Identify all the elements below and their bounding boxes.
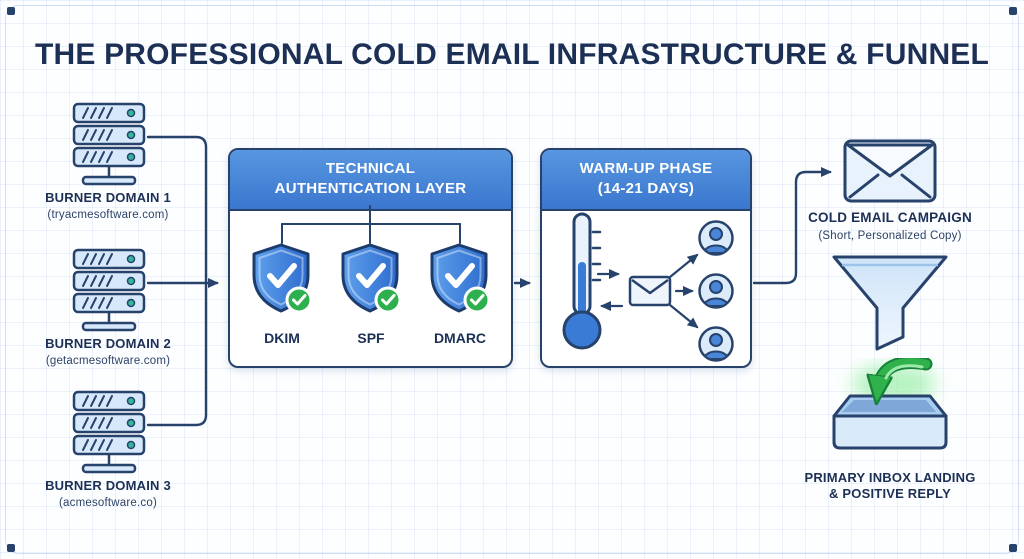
burner-domain-1-title: BURNER DOMAIN 1 xyxy=(45,190,171,205)
corner-mark xyxy=(1009,7,1017,15)
thermometer-icon xyxy=(562,212,602,350)
burner-domain-1-label: BURNER DOMAIN 1 (tryacmesoftware.com) xyxy=(18,190,198,223)
protocol-dkim-label: DKIM xyxy=(264,330,300,346)
green-check-badge-icon xyxy=(463,286,491,314)
corner-mark xyxy=(7,544,15,552)
server-stack-icon xyxy=(72,102,146,186)
campaign-label: COLD EMAIL CAMPAIGN (Short, Personalized… xyxy=(770,210,1010,243)
shield-check-icon xyxy=(341,243,402,314)
warmup-header: WARM-UP PHASE (14-21 DAYS) xyxy=(542,150,750,211)
auth-layer-title-line1: TECHNICAL xyxy=(325,160,416,177)
funnel-icon xyxy=(832,255,948,351)
burner-domain-2-url: (getacmesoftware.com) xyxy=(45,355,171,368)
auth-layer-header: TECHNICAL AUTHENTICATION LAYER xyxy=(230,150,511,211)
person-avatar-icon xyxy=(698,273,734,309)
outcome-line2: & POSITIVE REPLY xyxy=(829,486,951,502)
outcome-label: PRIMARY INBOX LANDING & POSITIVE REPLY xyxy=(760,470,1020,503)
burner-domain-3-url: (acmesoftware.co) xyxy=(59,497,157,510)
outcome-line1: PRIMARY INBOX LANDING xyxy=(804,470,976,485)
server-stack-icon xyxy=(72,390,146,474)
inbox-tray-icon xyxy=(832,358,948,450)
protocol-dmarc-label: DMARC xyxy=(433,330,487,346)
green-check-badge-icon xyxy=(374,286,402,314)
person-avatar-icon xyxy=(698,326,734,362)
server-stack-icon xyxy=(72,248,146,332)
corner-mark xyxy=(1009,544,1017,552)
campaign-title: COLD EMAIL CAMPAIGN xyxy=(808,210,972,225)
burner-domain-3-title: BURNER DOMAIN 3 xyxy=(45,478,171,493)
person-avatar-icon xyxy=(698,220,734,256)
protocol-spf-label: SPF xyxy=(357,330,385,346)
shield-check-icon xyxy=(430,243,491,314)
page-title: THE PROFESSIONAL COLD EMAIL INFRASTRUCTU… xyxy=(34,38,990,71)
corner-mark xyxy=(7,7,15,15)
warmup-title-line1: WARM-UP PHASE xyxy=(579,160,713,177)
envelope-icon xyxy=(843,139,937,203)
burner-domain-2-title: BURNER DOMAIN 2 xyxy=(45,336,171,351)
burner-domain-3-label: BURNER DOMAIN 3 (acmesoftware.co) xyxy=(18,478,198,511)
campaign-subtitle: (Short, Personalized Copy) xyxy=(818,229,962,242)
burner-domain-2-label: BURNER DOMAIN 2 (getacmesoftware.com) xyxy=(18,336,198,369)
burner-domain-1-url: (tryacmesoftware.com) xyxy=(47,209,169,222)
auth-layer-title-line2: AUTHENTICATION LAYER xyxy=(274,180,467,198)
shield-check-icon xyxy=(252,243,313,314)
green-reply-arrow-icon xyxy=(878,358,933,390)
warmup-title-line2: (14-21 DAYS) xyxy=(597,180,695,198)
envelope-icon xyxy=(628,275,672,307)
green-check-badge-icon xyxy=(285,286,313,314)
